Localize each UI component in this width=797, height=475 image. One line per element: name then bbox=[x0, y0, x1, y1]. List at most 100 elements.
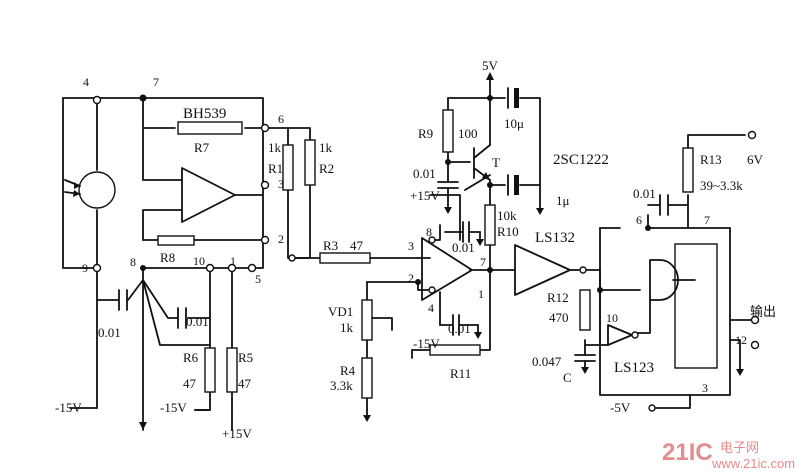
label-r10: R10 bbox=[497, 224, 519, 239]
label-neg15-mid2: -15V bbox=[160, 400, 187, 415]
gate-ls123 bbox=[607, 324, 639, 346]
label-cap-op-top: 0.01 bbox=[452, 240, 475, 255]
label-cap-left: 0.01 bbox=[98, 325, 121, 340]
svg-text:7: 7 bbox=[153, 75, 159, 89]
label-pos15-mid: +15V bbox=[410, 188, 440, 203]
resistor-r5 bbox=[226, 347, 238, 393]
label-2sc1222: 2SC1222 bbox=[553, 152, 609, 168]
svg-text:7: 7 bbox=[704, 213, 710, 227]
label-transistor: T bbox=[492, 155, 500, 170]
label-cap-mid: 0.01 bbox=[186, 314, 209, 329]
label-neg15-left: -15V bbox=[55, 400, 82, 415]
capacitor-001-right bbox=[659, 194, 669, 216]
label-r11: R11 bbox=[450, 366, 471, 381]
watermark-site: 电子网 bbox=[720, 440, 759, 455]
label-r6-val: 47 bbox=[183, 376, 197, 391]
capacitor-001-tr bbox=[437, 181, 459, 189]
svg-text:3: 3 bbox=[278, 177, 284, 191]
wires-right bbox=[509, 134, 753, 409]
resistor-r12 bbox=[579, 289, 591, 331]
label-output: 输出 bbox=[750, 304, 776, 319]
label-r3-val: 47 bbox=[350, 238, 364, 253]
svg-text:12: 12 bbox=[735, 333, 747, 347]
rail-arrows-left bbox=[69, 407, 233, 431]
svg-text:3: 3 bbox=[702, 381, 708, 395]
resistor-r1 bbox=[282, 144, 294, 191]
svg-text:5: 5 bbox=[255, 272, 261, 286]
label-r1: R1 bbox=[268, 161, 283, 176]
svg-text:1: 1 bbox=[230, 254, 236, 268]
label-cap-0047: 0.047 bbox=[532, 354, 562, 369]
svg-text:2: 2 bbox=[408, 271, 414, 285]
nodes-left bbox=[92, 94, 270, 273]
capacitor-001-op-bot bbox=[452, 314, 460, 336]
label-r2-val: 1k bbox=[319, 140, 333, 155]
label-r5-val: 47 bbox=[238, 376, 252, 391]
resistor-r6 bbox=[204, 347, 216, 393]
label-6v: 6V bbox=[747, 152, 764, 167]
svg-text:3: 3 bbox=[408, 239, 414, 253]
svg-text:6: 6 bbox=[278, 112, 284, 126]
capacitor-001-mid bbox=[177, 307, 187, 329]
label-r3: R3 bbox=[323, 238, 338, 253]
label-r12-val: 470 bbox=[549, 310, 569, 325]
potentiometer-vd1 bbox=[361, 299, 379, 341]
label-pos15-left: +15V bbox=[222, 426, 252, 441]
resistor-r7 bbox=[177, 121, 243, 135]
resistor-r9 bbox=[442, 109, 454, 153]
svg-text:7: 7 bbox=[480, 255, 486, 269]
label-cap-1u: 1μ bbox=[556, 193, 570, 208]
rail-arrows-right bbox=[581, 360, 744, 376]
opamp-bh539 bbox=[181, 167, 236, 223]
label-neg5v: -5V bbox=[610, 400, 631, 415]
label-ls123: LS123 bbox=[614, 360, 654, 376]
label-cap-tr: 0.01 bbox=[413, 166, 436, 181]
label-cap-op-bot: 0.01 bbox=[448, 321, 471, 336]
transistor-2sc1222 bbox=[473, 144, 491, 181]
nodes-right bbox=[579, 130, 760, 412]
label-ls132: LS132 bbox=[535, 230, 575, 246]
svg-text:9: 9 bbox=[82, 261, 88, 275]
svg-text:1: 1 bbox=[478, 287, 484, 301]
gate-and bbox=[649, 259, 679, 301]
watermark: 21IC 电子网 www.21ic.com bbox=[662, 439, 795, 471]
label-r9: R9 bbox=[418, 126, 433, 141]
label-cap-right: 0.01 bbox=[633, 186, 656, 201]
resistor-r11 bbox=[429, 344, 481, 356]
label-5v: 5V bbox=[482, 58, 499, 73]
capacitor-1u bbox=[507, 174, 519, 196]
resistor-r10 bbox=[484, 204, 496, 246]
buffer-ls132 bbox=[514, 244, 571, 296]
label-c: C bbox=[563, 370, 572, 385]
label-r7: R7 bbox=[194, 140, 210, 155]
label-r10-val: 10k bbox=[497, 208, 517, 223]
label-r2: R2 bbox=[319, 161, 334, 176]
label-r6: R6 bbox=[183, 350, 199, 365]
photodiode bbox=[64, 171, 116, 209]
label-cap-10u: 10μ bbox=[504, 116, 524, 131]
opamp-2 bbox=[421, 237, 473, 301]
label-r1-val: 1k bbox=[268, 140, 282, 155]
label-r4-val: 3.3k bbox=[330, 378, 353, 393]
pin-numbers: 4 7 6 3 2 9 8 10 1 5 3 8 2 7 4 1 6 7 10 … bbox=[82, 75, 747, 395]
svg-text:2: 2 bbox=[278, 232, 284, 246]
label-vd1-val: 1k bbox=[340, 320, 354, 335]
capacitor-001-op-top bbox=[462, 221, 470, 243]
svg-text:4: 4 bbox=[428, 301, 434, 315]
label-bh539: BH539 bbox=[183, 106, 226, 122]
label-neg15-mid: -15V bbox=[413, 336, 440, 351]
labels: BH539 R7 1k R1 1k R2 R8 R6 47 R5 47 0.01… bbox=[55, 58, 776, 441]
resistor-r13 bbox=[682, 147, 694, 193]
label-vd1: VD1 bbox=[328, 304, 353, 319]
resistor-r3 bbox=[319, 252, 371, 264]
label-r12: R12 bbox=[547, 290, 569, 305]
svg-text:10: 10 bbox=[606, 311, 618, 325]
watermark-url: www.21ic.com bbox=[711, 456, 795, 471]
ls123-inner-box bbox=[674, 243, 718, 369]
svg-text:6: 6 bbox=[636, 213, 642, 227]
label-r4: R4 bbox=[340, 363, 356, 378]
svg-text:10: 10 bbox=[193, 254, 205, 268]
resistor-r2 bbox=[304, 139, 316, 186]
capacitor-001-left bbox=[118, 289, 128, 311]
